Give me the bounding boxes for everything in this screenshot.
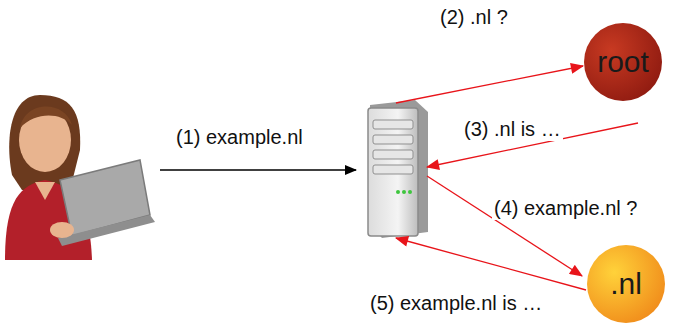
circle-fill <box>584 23 662 101</box>
step-label: (5) example.nl is … <box>368 292 544 315</box>
node-label: root <box>597 45 649 79</box>
step-label: (4) example.nl ? <box>492 197 639 220</box>
server-circle: root <box>583 22 663 102</box>
user-figure <box>5 95 155 260</box>
query-arrow <box>160 169 356 171</box>
step-label: (2) .nl ? <box>438 6 510 29</box>
circle-fill <box>587 245 665 323</box>
step-label: (1) example.nl <box>174 126 305 149</box>
answer-arrow <box>396 238 586 290</box>
server-icon <box>368 100 428 238</box>
node-label: .nl <box>610 267 642 301</box>
query-arrow <box>396 66 583 103</box>
query-arrow <box>427 176 582 276</box>
step-label: (3) .nl is … <box>462 118 563 141</box>
server-circle: .nl <box>586 244 666 324</box>
